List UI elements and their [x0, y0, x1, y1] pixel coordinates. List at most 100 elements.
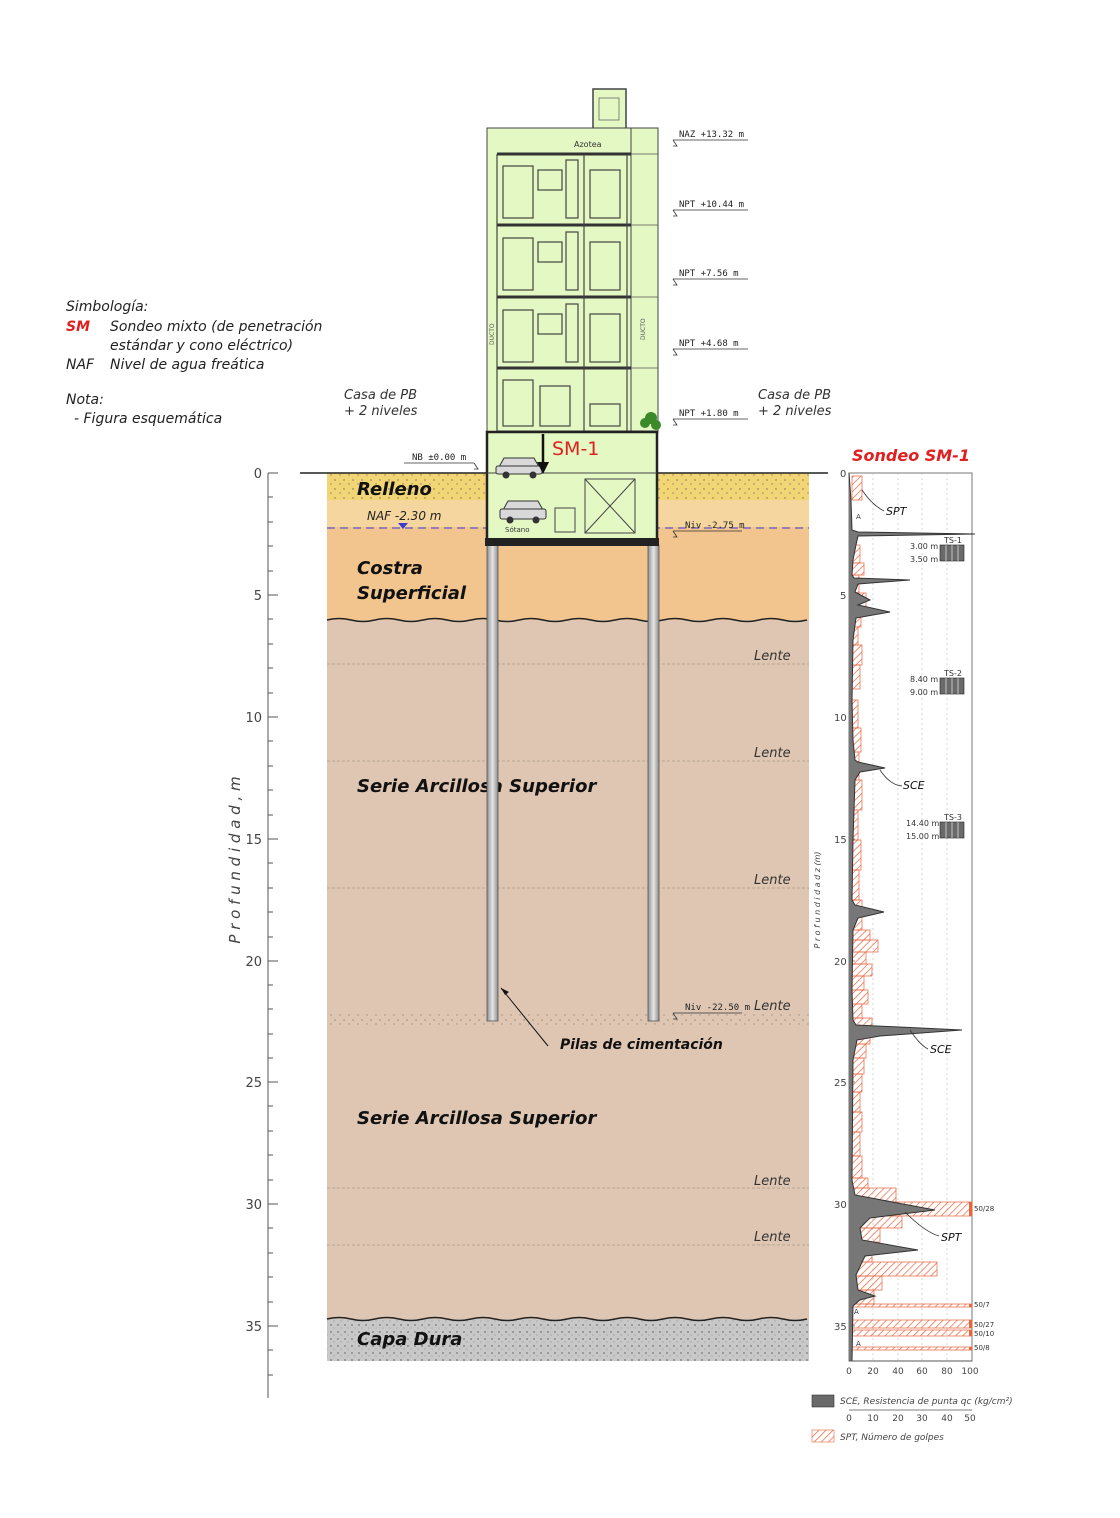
a-mark: A: [856, 1340, 861, 1348]
naf-label: NAF -2.30 m: [367, 509, 441, 523]
spt-flag: 50/28: [974, 1205, 994, 1213]
legend-nota-item: - Figura esquemática: [74, 411, 223, 427]
legend-nota-title: Nota:: [66, 392, 104, 408]
depth-tick-label: 15: [245, 833, 262, 848]
label-serie-arcillosa-2: Serie Arcillosa Superior: [357, 1108, 597, 1129]
log-tick-label: 5: [840, 591, 846, 602]
level-niv-base: Niv -2.75 m: [685, 521, 745, 531]
spt-scale-tick: 0: [846, 1414, 852, 1424]
depth-tick-label: 25: [245, 1076, 262, 1091]
level-naz: NAZ +13.32 m: [679, 130, 744, 140]
depth-axis-label: P r o f u n d i d a d , m: [226, 776, 244, 943]
legend-naf-code: NAF: [66, 357, 95, 373]
ts1-bot: 3.50 m: [910, 555, 938, 564]
ts2-bot: 9.00 m: [910, 688, 938, 697]
plant-icon: [640, 412, 661, 430]
capa-boundary: [326, 1316, 808, 1322]
depth-tick-label: 10: [245, 711, 262, 726]
sce-scale-tick: 60: [916, 1367, 928, 1377]
neighbor-left-2: + 2 niveles: [344, 404, 418, 419]
depth-tick-label: 35: [245, 1320, 262, 1335]
pile-left: [486, 544, 499, 1022]
lente-labels: Lente Lente Lente Lente Lente Lente: [754, 649, 791, 1245]
depth-tick-label: 20: [245, 955, 262, 970]
label-costra-2: Superficial: [357, 583, 467, 604]
spt-flag: 50/8: [974, 1344, 990, 1352]
legend-title: Simbología:: [66, 299, 149, 315]
spt-label-top: SPT: [886, 505, 908, 518]
building-side-facade: [630, 127, 659, 433]
building-section: Azotea DUCTO DUCTO Sótano SM-1: [485, 88, 661, 546]
neighbor-labels: Casa de PB + 2 niveles Casa de PB + 2 ni…: [344, 388, 832, 419]
label-pilas: Pilas de cimentación: [560, 1037, 723, 1053]
label-lente: Lente: [754, 1230, 791, 1245]
sce-scale-tick: 0: [846, 1367, 852, 1377]
level-npt-180: NPT +1.80 m: [679, 409, 739, 419]
label-sotano: Sótano: [505, 526, 529, 534]
spt-legend-swatch: [811, 1429, 835, 1443]
spt-flag: 50/27: [974, 1321, 994, 1329]
label-ducto-left: DUCTO: [489, 323, 496, 345]
sm1-arrow-icon: [537, 462, 549, 474]
spt-flag: 50/7: [974, 1301, 990, 1309]
ts3-label: TS-3: [943, 813, 962, 822]
ts3-top: 14.40 m: [906, 819, 939, 828]
spt-flag: 50/10: [974, 1330, 994, 1338]
basement-slab: [485, 538, 659, 546]
spt-scale-tick: 10: [867, 1414, 879, 1424]
spt-scale-tick: 30: [916, 1414, 928, 1424]
spt-legend-text: SPT, Número de golpes: [840, 1433, 944, 1443]
log-tick-label: 0: [840, 469, 846, 480]
level-npt-756: NPT +7.56 m: [679, 269, 739, 279]
log-title: Sondeo SM-1: [852, 446, 970, 465]
sce-scale-tick: 20: [867, 1367, 879, 1377]
log-tick-label: 35: [834, 1322, 847, 1333]
ts1-top: 3.00 m: [910, 542, 938, 551]
depth-tick-label: 0: [254, 467, 262, 482]
legend-naf-desc: Nivel de agua freática: [110, 357, 265, 373]
log-tick-label: 25: [834, 1078, 847, 1089]
sce-label-1: SCE: [903, 779, 925, 792]
stratum-serie-arcillosa: [327, 620, 809, 1319]
stratum-capa-dura-texture: [327, 1319, 809, 1361]
label-lente: Lente: [754, 999, 791, 1014]
label-costra-1: Costra: [357, 558, 423, 579]
neighbor-right-1: Casa de PB: [758, 388, 831, 403]
soil-profile: [300, 472, 828, 1361]
log-axis-label: P r o f u n d i d a d z (m): [813, 851, 822, 948]
sce-scale-tick: 100: [961, 1367, 978, 1377]
sce-scale-tick: 40: [892, 1367, 904, 1377]
naf-triangle-icon: [398, 523, 408, 529]
spt-scale-tick: 20: [892, 1414, 904, 1424]
ts2-label: TS-2: [943, 669, 962, 678]
level-niv-pile: Niv -22.50 m: [685, 1003, 750, 1013]
depth-tick-label: 5: [254, 589, 262, 604]
level-npt-468: NPT +4.68 m: [679, 339, 739, 349]
level-annotations: NAZ +13.32 m NPT +10.44 m NPT +7.56 m NP…: [367, 130, 750, 1020]
legend-sm-desc-1: Sondeo mixto (de penetración: [110, 319, 323, 335]
label-lente: Lente: [754, 873, 791, 888]
car-icon: [499, 500, 547, 524]
log-tick-label: 15: [834, 835, 847, 846]
sce-scale-tick: 80: [941, 1367, 953, 1377]
depth-tick-label: 30: [245, 1198, 262, 1213]
log-tick-label: 30: [834, 1200, 847, 1211]
sm1-label: SM-1: [552, 438, 599, 460]
level-nb: NB ±0.00 m: [412, 453, 466, 463]
legend-sm-desc-2: estándar y cono eléctrico): [110, 338, 294, 354]
sce-label-2: SCE: [930, 1043, 952, 1056]
log-tick-labels: 0 5 10 15 20 25 30 35: [834, 469, 847, 1333]
pilas-leader: [500, 987, 549, 1047]
ts3-bot: 15.00 m: [906, 832, 939, 841]
log-tick-label: 20: [834, 957, 847, 968]
ts2-top: 8.40 m: [910, 675, 938, 684]
spt-scale-tick: 40: [941, 1414, 953, 1424]
label-ducto-right: DUCTO: [640, 318, 647, 340]
car-icon: [495, 457, 543, 479]
log-tick-label: 10: [834, 713, 847, 724]
sce-legend-text: SCE, Resistencia de punta qc (kg/cm²): [840, 1397, 1013, 1407]
pile-right: [647, 544, 660, 1022]
pilas-arrow-icon: [501, 988, 509, 995]
spt-label-bottom: SPT: [941, 1231, 963, 1244]
